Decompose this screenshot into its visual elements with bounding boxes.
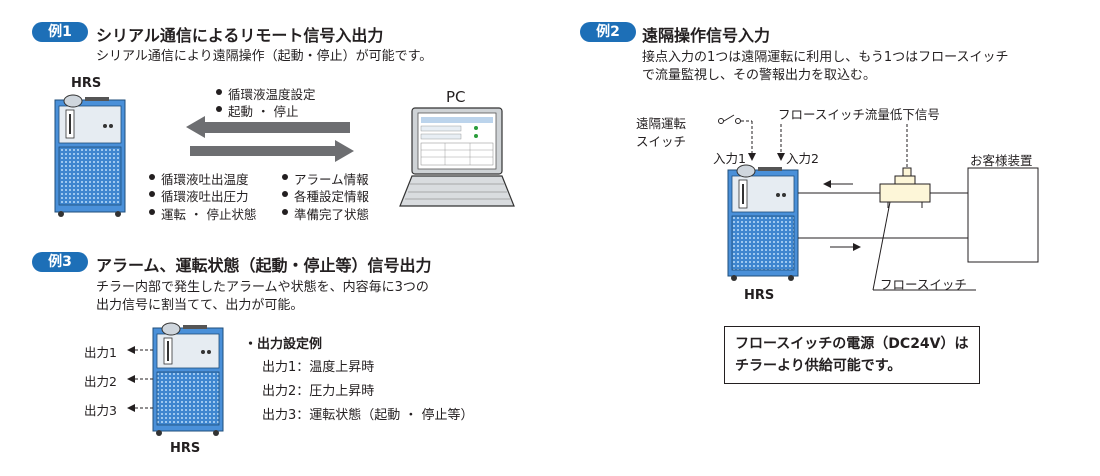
flow-switch-leader (872, 201, 976, 291)
ex1-output-item: アラーム情報 (294, 172, 369, 187)
input1-label: 入力1 (713, 151, 746, 166)
hrs-unit-ex3 (152, 322, 224, 436)
ex3-unit-label: HRS (170, 441, 201, 456)
pc-label: PC (446, 88, 466, 106)
ex3-output-arrows (127, 346, 153, 412)
output-label: 出力2 (84, 374, 117, 389)
ex1-output-arrow (190, 140, 354, 162)
ex1-output-item: 準備完了状態 (294, 207, 370, 222)
power-note-line: フロースイッチの電源（DC24V）は (735, 336, 969, 352)
flow-signal-label: フロースイッチ流量低下信号 (776, 104, 942, 123)
power-note-box: フロースイッチの電源（DC24V）は チラーより供給可能です。 (724, 326, 980, 384)
ex2-title: 遠隔操作信号入力 (642, 26, 771, 45)
pc-illustration (399, 107, 515, 207)
hrs-unit-ex1 (54, 94, 126, 217)
ex1-bullets (149, 89, 288, 215)
input2-label: 入力2 (786, 151, 819, 166)
ex1-input-item: 循環液温度設定 (228, 87, 316, 102)
ex1-output-item: 各種設定情報 (294, 189, 370, 204)
power-note-line: チラーより供給可能です。 (735, 358, 902, 374)
remote-switch-label: スイッチ (636, 134, 687, 149)
ex1-title: シリアル通信によるリモート信号入出力 (96, 26, 384, 45)
remote-switch-label: 遠隔運転 (636, 116, 687, 131)
output-setting-item: 出力2：圧力上昇時 (262, 384, 375, 399)
ex1-description: シリアル通信により遠隔操作（起動・停止）が可能です。 (96, 49, 433, 64)
output-setting-item: 出力3：運転状態（起動 ・ 停止等） (262, 408, 474, 423)
customer-device-label: お客様装置 (970, 153, 1033, 168)
flow-switch-label: フロースイッチ (880, 277, 967, 292)
output-setting-item: 出力1：温度上昇時 (262, 360, 375, 375)
ex1-output-item: 循環液吐出圧力 (161, 189, 249, 204)
hrs-unit-ex2 (727, 164, 799, 281)
ex3-description-line: チラー内部で発生したアラームや状態を、内容毎に3つの (96, 280, 429, 295)
ex1-input-arrow (186, 116, 350, 138)
ex1-output-item: 循環液吐出温度 (161, 172, 249, 187)
output-label: 出力1 (84, 345, 117, 360)
ex2-description-line: で流量監視し、その警報出力を取込む。 (642, 68, 877, 83)
customer-device-box (967, 167, 1039, 263)
ex2-badge: 例2 (580, 22, 636, 42)
output-label: 出力3 (84, 403, 117, 418)
ex3-description-line: 出力信号に割当てて、出力が可能。 (96, 298, 304, 313)
ex2-unit-label: HRS (744, 288, 775, 303)
ex3-badge: 例3 (32, 252, 88, 272)
ex1-unit-label: HRS (71, 76, 102, 91)
ex3-title: アラーム、運転状態（起動・停止等）信号出力 (96, 256, 432, 275)
output-setting-title: ・出力設定例 (244, 337, 323, 352)
ex1-input-item: 起動 ・ 停止 (228, 104, 299, 119)
ex1-badge: 例1 (32, 22, 88, 42)
ex2-description-line: 接点入力の1つは遠隔運転に利用し、もう1つはフロースイッチ (642, 50, 1009, 65)
ex1-output-item: 運転 ・ 停止状態 (161, 207, 257, 222)
flow-switch (879, 167, 931, 208)
